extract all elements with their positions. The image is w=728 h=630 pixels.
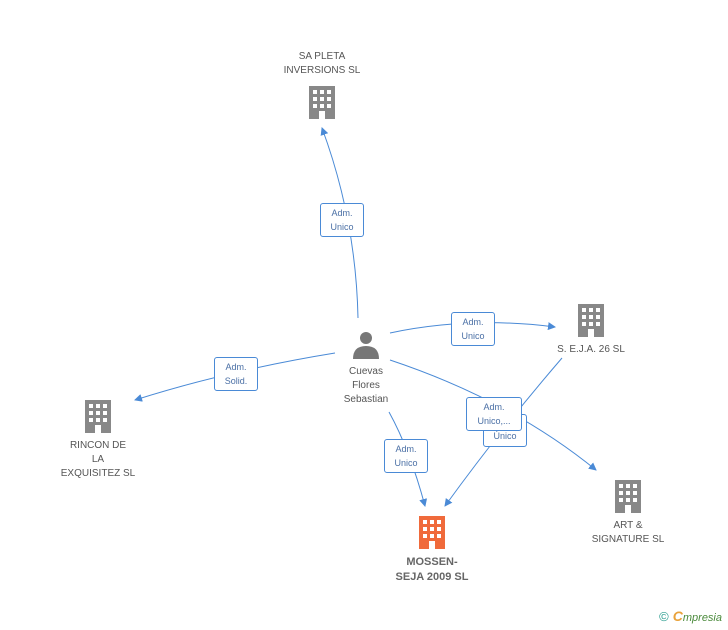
node-rincon[interactable]: RINCON DE LA EXQUISITEZ SL: [50, 398, 146, 481]
building-icon: [578, 304, 604, 337]
empresia-brand: ©Cmpresia: [659, 608, 722, 624]
node-mossen[interactable]: MOSSEN- SEJA 2009 SL: [376, 514, 488, 585]
brand-logo-text: mpresia: [682, 612, 722, 624]
node-art-label: ART & SIGNATURE SL: [591, 520, 665, 545]
edge-label-to-mossen[interactable]: Adm. Unico: [384, 439, 428, 473]
building-icon: [615, 480, 641, 513]
edge-label-to-art[interactable]: Adm. Unico,...: [466, 397, 522, 431]
node-sa-pleta[interactable]: SA PLETA INVERSIONS SL: [262, 50, 382, 125]
building-icon: [419, 516, 445, 549]
node-rincon-label: RINCON DE LA EXQUISITEZ SL: [60, 440, 136, 479]
node-seja26-label: S. E.J.A. 26 SL: [557, 344, 625, 355]
copyright-icon: ©: [659, 609, 669, 624]
edge-label-to-sa-pleta[interactable]: Adm. Unico: [320, 203, 364, 237]
building-icon: [85, 400, 111, 433]
person-icon: [353, 332, 379, 359]
node-art[interactable]: ART & SIGNATURE SL: [578, 478, 678, 547]
edge-label-to-rincon[interactable]: Adm. Solid.: [214, 357, 258, 391]
node-sa-pleta-label: SA PLETA INVERSIONS SL: [283, 51, 361, 76]
node-seja26[interactable]: S. E.J.A. 26 SL: [545, 302, 637, 357]
building-icon: [309, 86, 335, 119]
brand-logo-e: C: [672, 608, 683, 624]
node-person-label: Cuevas Flores Sebastian: [343, 366, 389, 405]
node-person[interactable]: Cuevas Flores Sebastian: [325, 330, 407, 407]
edge-label-to-seja26[interactable]: Adm. Unico: [451, 312, 495, 346]
node-mossen-label: MOSSEN- SEJA 2009 SL: [395, 556, 469, 583]
